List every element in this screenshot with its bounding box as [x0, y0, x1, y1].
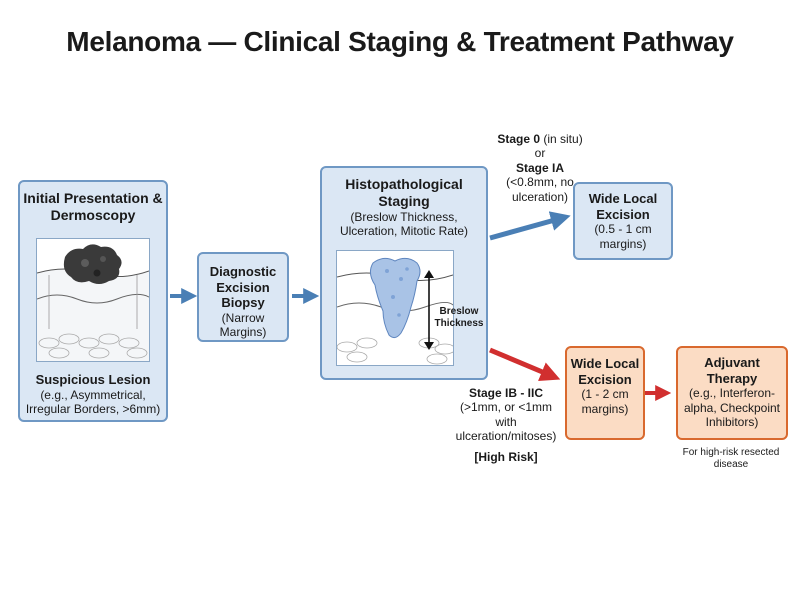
adjuvant-note: For high-risk resected disease — [682, 447, 780, 470]
breslow-depth-arrow — [424, 270, 434, 350]
wle-wide-heading: Wide Local Excision — [570, 356, 640, 387]
high-risk-label: [High Risk] — [474, 449, 538, 464]
initial-heading: Initial Presentation & Dermoscopy — [23, 190, 163, 223]
stageIA-label: Stage IA — [515, 160, 564, 175]
arrow-histo-to-early — [489, 211, 571, 241]
adjuvant-therapy-box: Adjuvant Therapy (e.g., Interferon-alpha… — [676, 346, 788, 440]
histo-heading: Histopathological Staging — [345, 176, 463, 209]
lesion-title: Suspicious Lesion — [35, 372, 151, 387]
late-stage: Stage IB - IIC — [468, 386, 543, 400]
histopathology-box: Histopathological Staging (Breslow Thick… — [320, 166, 488, 380]
biopsy-description: (Narrow Margins) — [219, 310, 267, 340]
adjuvant-description: (e.g., Interferon-alpha, Checkpoint Inhi… — [683, 386, 781, 429]
stage0-note: (in situ) — [543, 132, 583, 146]
skin-lesion-illustration — [36, 238, 150, 362]
early-criteria: (<0.8mm, no ulceration) — [506, 175, 574, 204]
or-label: or — [534, 146, 546, 161]
page-title: Melanoma — Clinical Staging & Treatment … — [66, 26, 734, 57]
wle-narrow-description: (0.5 - 1 cm margins) — [594, 222, 652, 251]
breslow-depth-illustration — [336, 250, 454, 366]
late-stage-label: Stage IB - IIC (>1mm, or <1mm with ulcer… — [448, 386, 564, 464]
early-stage-label: Stage 0 (in situ) or Stage IA (<0.8mm, n… — [478, 132, 602, 204]
biopsy-box: Diagnostic Excision Biopsy (Narrow Margi… — [197, 252, 289, 342]
breslow-thickness-label: Breslow Thickness — [434, 306, 484, 329]
arrow-histo-to-late — [489, 347, 561, 381]
wle-wide-description: (1 - 2 cm margins) — [581, 387, 629, 416]
initial-presentation-box: Initial Presentation & Dermoscopy Suspic… — [18, 180, 168, 422]
adjuvant-heading: Adjuvant Therapy — [704, 355, 760, 386]
wle-wide-box: Wide Local Excision (1 - 2 cm margins) — [565, 346, 645, 440]
late-criteria: (>1mm, or <1mm with ulceration/mitoses) — [455, 400, 557, 444]
biopsy-heading: Diagnostic Excision Biopsy — [209, 264, 277, 311]
lesion-description: (e.g., Asymmetrical, Irregular Borders, … — [25, 387, 161, 416]
histo-description: (Breslow Thickness, Ulceration, Mitotic … — [339, 209, 469, 238]
stage0-label: Stage 0 — [497, 132, 540, 146]
wle-narrow-box: Wide Local Excision (0.5 - 1 cm margins) — [573, 182, 673, 260]
wle-narrow-heading: Wide Local Excision — [588, 191, 658, 222]
